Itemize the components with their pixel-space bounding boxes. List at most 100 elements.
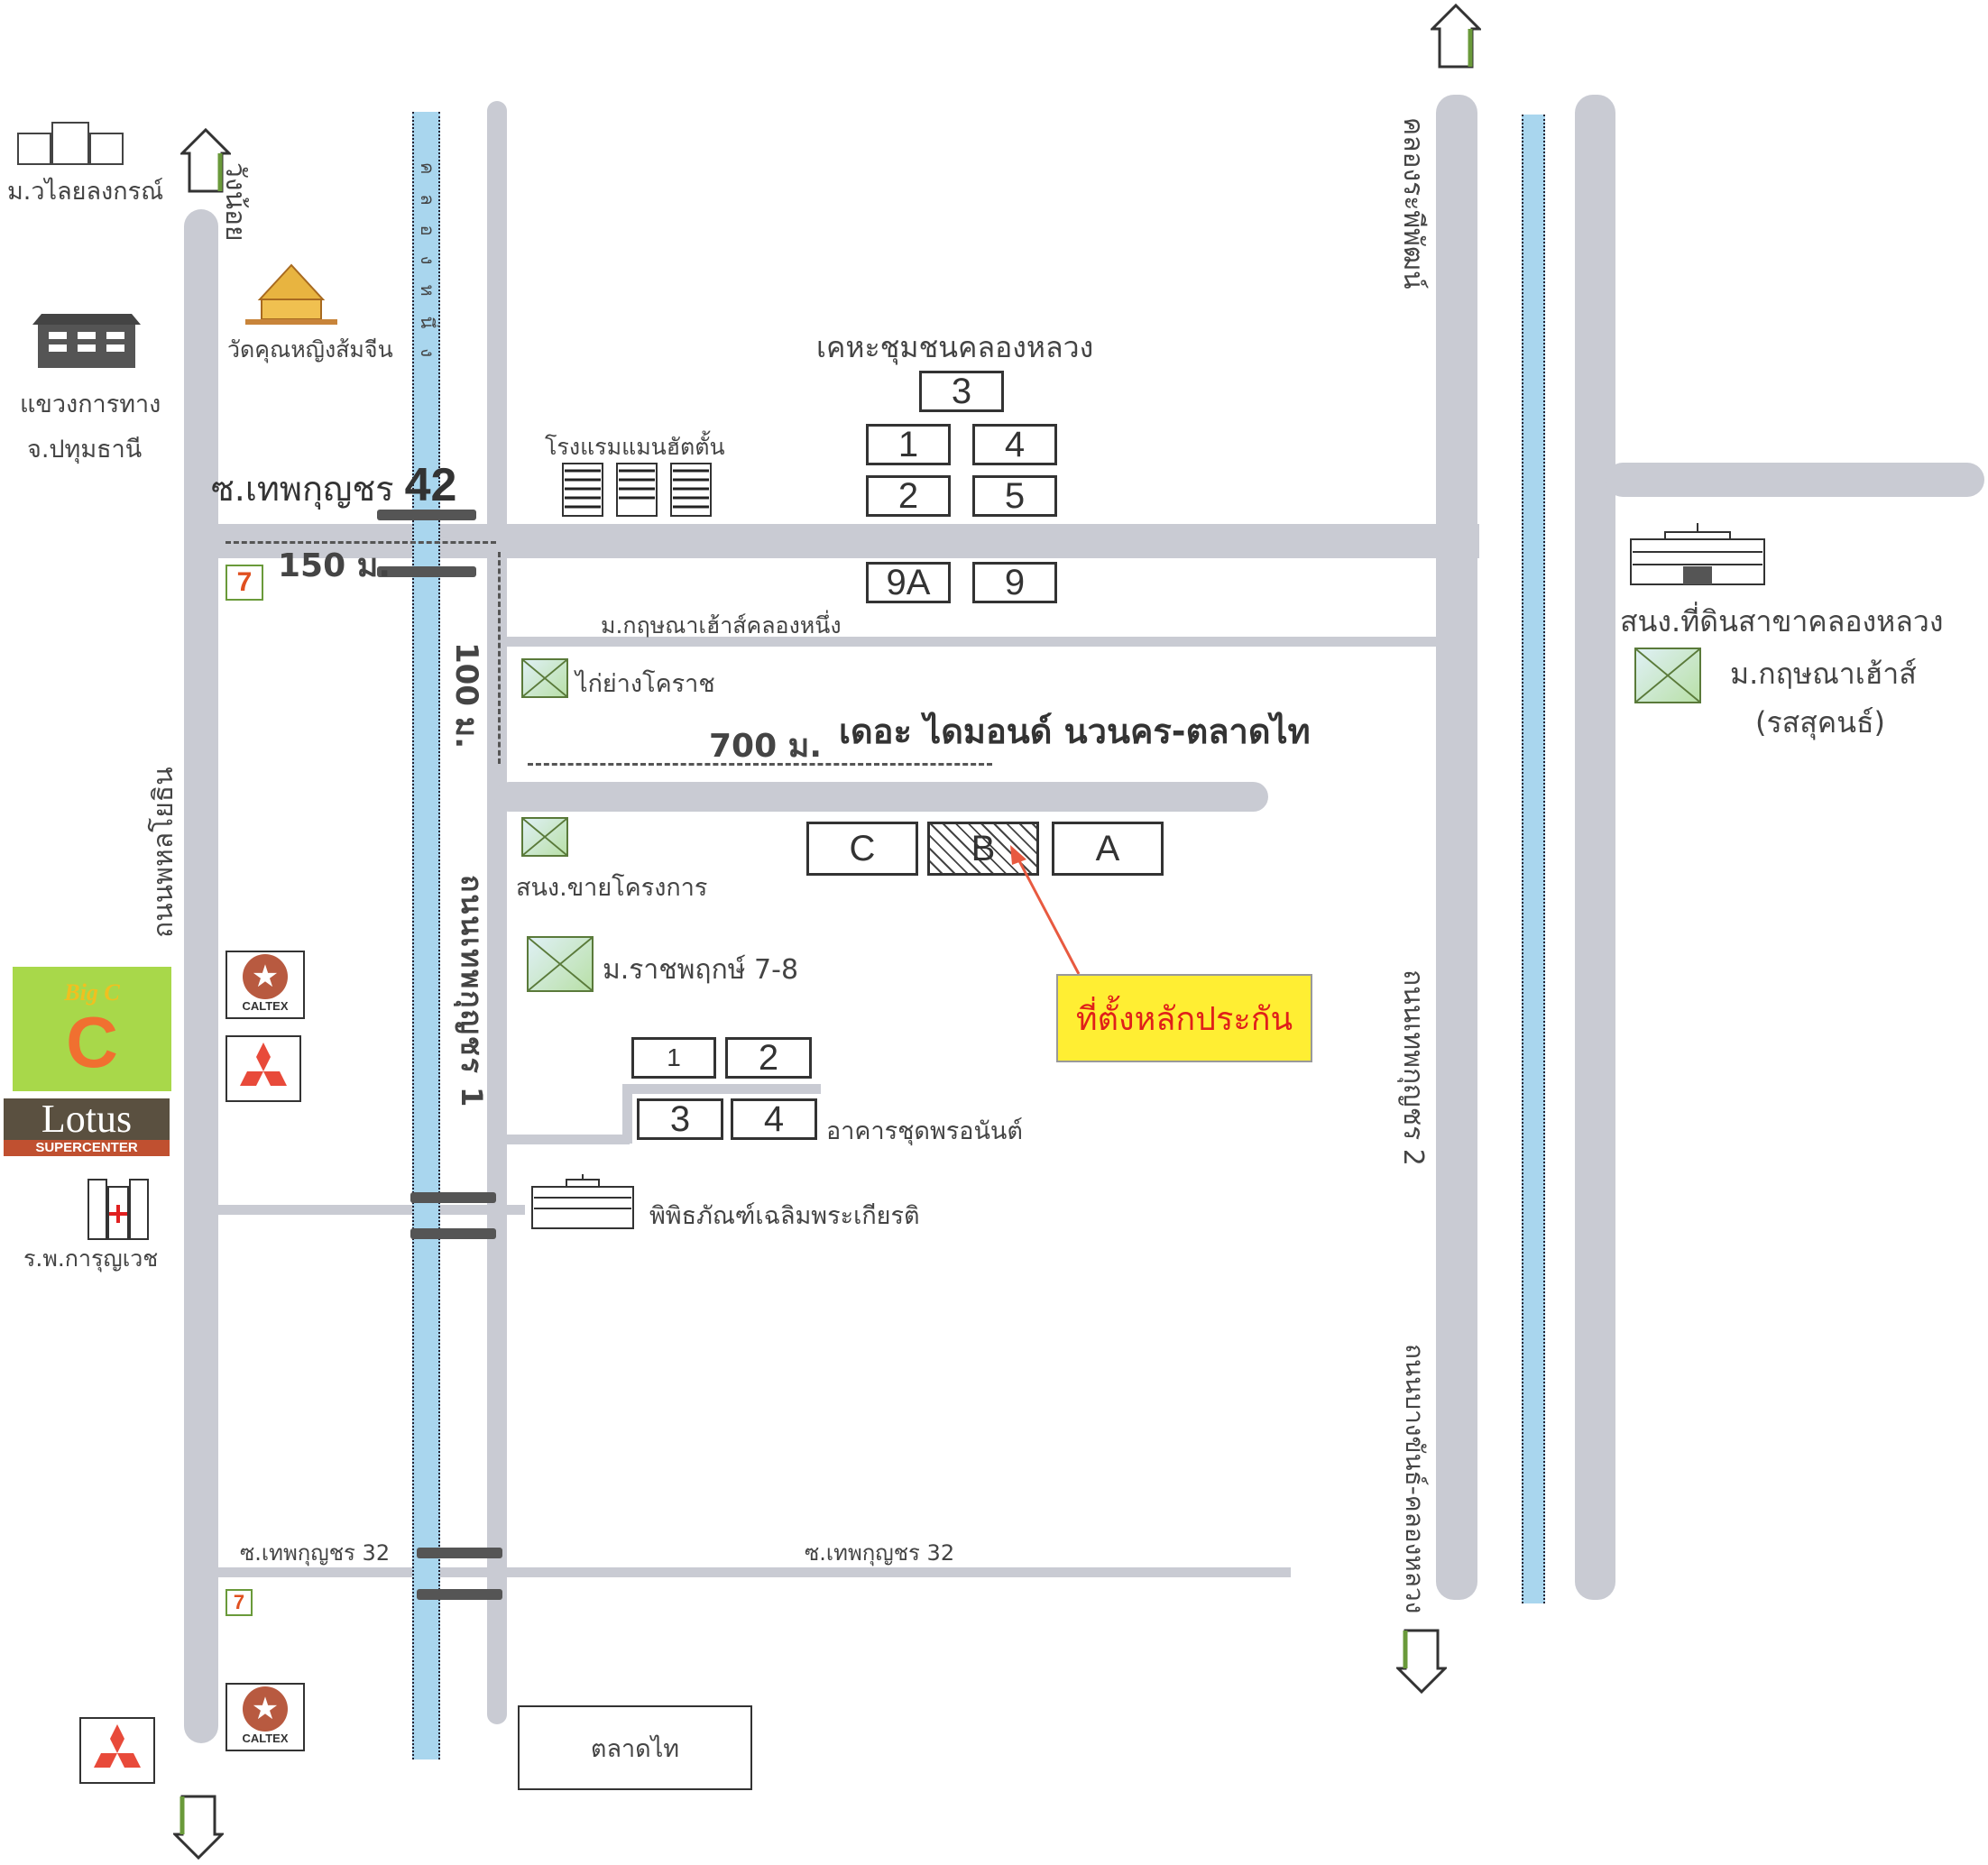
pornanan-block: 4: [731, 1098, 817, 1140]
road-phahonyothin: [184, 209, 218, 1743]
label-phahonyothin-road: ถนนพหลโยธิน: [148, 767, 179, 938]
collateral-pointer-arrow: [1010, 845, 1081, 975]
bridge-soi32-top: [417, 1548, 502, 1558]
seven-eleven-logo-icon: 7: [225, 565, 263, 601]
project-block-b: B: [927, 822, 1039, 876]
land-office-icon: [1630, 523, 1765, 585]
label-pathum-thani: จ.ปทุมธานี: [27, 436, 143, 464]
distance-150m: 150 ม.: [278, 547, 391, 584]
bridge-museum-bottom: [410, 1228, 496, 1239]
south-arrow-icon: [173, 1795, 224, 1860]
distance-700m: 700 ม.: [709, 728, 823, 765]
label-valaya-alongkorn: ม.วไลยลงกรณ์: [7, 178, 164, 206]
community-block: 3: [919, 371, 1004, 412]
label-wangnoi: วังน้อย: [219, 162, 251, 242]
canal-klong-1: [412, 112, 440, 1759]
road-thepkunchorn-2: [1436, 95, 1477, 1600]
label-karunvej-hospital: ร.พ.การุญเวช: [23, 1245, 159, 1272]
bigc-c-icon: C: [66, 1002, 118, 1082]
label-wat-khunying-somjeen: วัดคุณหญิงส้มจีน: [227, 336, 393, 363]
mitsubishi-logo-icon: [225, 1035, 301, 1102]
soi-42-number: 42: [404, 459, 457, 511]
bridge-soi42-bottom: [377, 566, 476, 577]
landmark-marker-icon: [527, 936, 594, 992]
hospital-icon: [87, 1179, 149, 1240]
label-ratchaphruek: ม.ราชพฤกษ์ 7-8: [603, 954, 799, 986]
caltex-star-icon: ★: [243, 954, 288, 999]
talad-thai-market-box: ตลาดไท: [518, 1705, 752, 1790]
collateral-label: ที่ตั้งหลักประกัน: [1075, 1000, 1293, 1038]
pornanan-block: 2: [725, 1037, 812, 1079]
caltex-logo-text: CALTEX: [242, 1732, 289, 1745]
project-block-a: A: [1052, 822, 1164, 876]
community-block: 1: [866, 424, 951, 465]
lotus-logo: Lotus SUPERCENTER: [4, 1098, 170, 1156]
mitsubishi-logo-icon: [79, 1717, 155, 1784]
highway-office-icon: [32, 314, 141, 368]
north-arrow-icon: [1431, 3, 1481, 69]
community-block: 4: [972, 424, 1057, 465]
label-soi-42: ซ.เทพกุญชร 42: [211, 458, 456, 516]
bridge-soi32-bottom: [417, 1589, 502, 1600]
pornanan-block: 1: [631, 1037, 716, 1079]
university-building-icon: [17, 122, 124, 165]
label-sales-office: สนง.ขายโครงการ: [516, 874, 708, 902]
project-title: เดอะ ไดมอนด์ นวนคร-ตลาดไท: [839, 712, 1311, 751]
label-museum: พิพิธภัณฑ์เฉลิมพระเกียรติ: [649, 1202, 920, 1230]
label-rapeepat-canal: คลองระพีพัฒน์: [1397, 117, 1429, 289]
label-klong-1: คลองหนึ่ง: [417, 162, 438, 378]
label-thepkunchorn-1-road: ถนนเทพกุญชร 1: [455, 875, 489, 1109]
lotus-logo-text: Lotus: [41, 1097, 133, 1141]
road-soi-32: [190, 1567, 1291, 1577]
landmark-marker-icon: [1634, 648, 1701, 703]
community-block: 9: [972, 562, 1057, 603]
label-highway-office: แขวงการทาง: [20, 390, 161, 418]
lotus-logo-sub: SUPERCENTER: [4, 1140, 170, 1156]
road-pornanan-v: [622, 1084, 632, 1144]
road-bangkhan: [1575, 95, 1615, 1600]
caltex-logo: ★ CALTEX: [225, 1683, 305, 1751]
caltex-logo: ★ CALTEX: [225, 951, 305, 1019]
label-krit-house-klong-1: ม.กฤษณาเฮ้าส์คลองหนึ่ง: [601, 612, 842, 639]
label-bangkhan-road: ถนนบางขันธ์-คลองหลวง: [1400, 1344, 1430, 1614]
museum-icon: [531, 1174, 634, 1229]
landmark-marker-icon: [521, 817, 568, 857]
distance-line-150: [225, 541, 496, 544]
label-kaiyang-korat: ไก่ย่างโคราช: [575, 670, 715, 698]
label-soi-32-left: ซ.เทพกุญชร 32: [240, 1540, 391, 1566]
label-soi-32-right: ซ.เทพกุญชร 32: [805, 1540, 955, 1566]
hotel-icon: [562, 463, 712, 517]
road-diamond: [494, 782, 1268, 812]
collateral-callout: ที่ตั้งหลักประกัน: [1056, 974, 1312, 1062]
road-right-branch: [1606, 463, 1984, 497]
road-pornanan-top: [622, 1084, 821, 1094]
community-block: 9A: [866, 562, 951, 603]
road-krit-house: [494, 637, 1450, 647]
north-arrow-icon: [180, 127, 231, 193]
bridge-museum-top: [410, 1192, 496, 1203]
label-thepkunchorn-2-road: ถนนเทพกุญชร 2: [1397, 969, 1429, 1166]
canal-rapeepat: [1522, 115, 1545, 1603]
road-pornanan-h: [494, 1135, 630, 1144]
label-manhattan-hotel: โรงแรมแมนฮัตตั้น: [545, 434, 725, 460]
label-talad-thai: ตลาดไท: [590, 1734, 680, 1763]
bigc-logo-text: Big C: [64, 979, 120, 1006]
caltex-logo-text: CALTEX: [242, 999, 289, 1013]
road-museum: [209, 1205, 525, 1215]
landmark-marker-icon: [521, 658, 568, 698]
temple-icon: [245, 263, 337, 325]
south-arrow-icon: [1396, 1629, 1447, 1695]
seven-eleven-logo-icon: 7: [225, 1589, 253, 1616]
community-block: 2: [866, 475, 951, 517]
soi-42-prefix: ซ.เทพกุญชร: [211, 469, 394, 509]
road-thepkunchorn-1: [487, 101, 507, 1724]
distance-100m: 100 ม.: [448, 642, 484, 749]
label-land-office: สนง.ที่ดินสาขาคลองหลวง: [1620, 604, 1944, 639]
label-pornanan: อาคารชุดพรอนันต์: [826, 1117, 1023, 1145]
project-block-c: C: [806, 822, 918, 876]
distance-line-700: [528, 763, 992, 766]
pornanan-block: 3: [637, 1098, 723, 1140]
label-krit-house-rossukon: ม.กฤษณาเฮ้าส์: [1730, 657, 1917, 691]
label-rossukon: (รสสุคนธ์): [1755, 705, 1886, 740]
bridge-soi42-top: [377, 510, 476, 520]
